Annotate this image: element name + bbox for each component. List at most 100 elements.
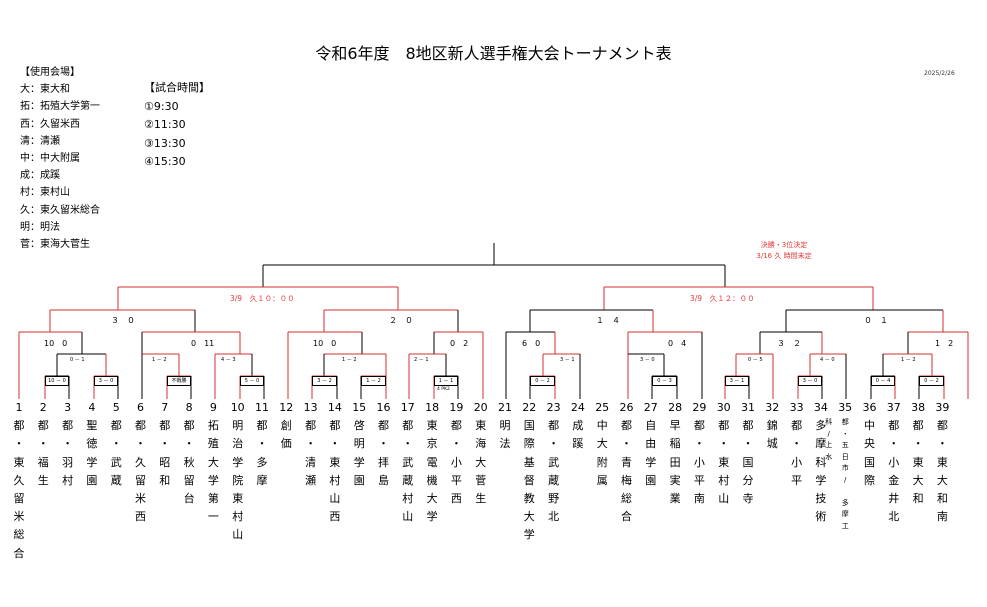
round32-score: 1 － 2: [901, 357, 916, 363]
team-name: 都 ・ 武 蔵 野 北: [548, 419, 560, 524]
team-name: 自 由 学 園: [645, 419, 657, 487]
team-name: 都 ・ 小 平 西: [450, 419, 462, 506]
quarter-score: １ ４: [596, 316, 620, 325]
team-name: 都 ・ 東 村 山 西: [329, 419, 341, 524]
round64-score: 1 － 2: [361, 376, 386, 386]
team-name: 都 ・ 青 梅 総 合: [621, 419, 632, 524]
round64-score: 3 － 2: [312, 376, 337, 386]
round16-score: 0 11: [191, 339, 215, 348]
round64-score: 10 － 0: [45, 376, 69, 386]
team-number: 3: [64, 401, 72, 414]
venue-item: 村：東村山: [20, 187, 70, 199]
quarter-score: ２ ０: [389, 316, 413, 325]
team-entry: 7 都 ・ 昭 和: [155, 399, 175, 490]
round32-score: 4 － 3: [221, 357, 236, 363]
final-note-line: 3/16 久 時間未定: [756, 252, 812, 260]
match-times-heading: 【試合時間】: [144, 81, 210, 94]
venue-item: 拓：拓殖大学第一: [20, 101, 100, 113]
team-name: 都 ・ 昭 和: [159, 419, 171, 487]
page-title: 令和6年度 8地区新人選手権大会トーナメント表: [315, 44, 672, 63]
match-times: 【試合時間】 ①9:30 ②11:30 ③13:30 ④15:30: [144, 79, 210, 172]
team-number: 25: [595, 401, 610, 414]
team-number: 1: [15, 401, 23, 414]
team-number: 29: [692, 401, 707, 414]
pk-note: 4 PK2: [437, 387, 450, 392]
team-name: 明 法: [499, 419, 511, 451]
team-name: 都 ・ 秋 留 台: [183, 419, 195, 506]
team-number: 24: [570, 401, 585, 414]
venue-legend-heading: 【使用会場】: [20, 67, 80, 78]
team-number: 9: [209, 401, 217, 414]
match-time-item: ③13:30: [144, 136, 186, 150]
match-time-item: ②11:30: [144, 118, 186, 132]
team-number: 8: [185, 401, 193, 414]
team-name: 東 海 大 菅 生: [475, 419, 487, 506]
team-number: 35: [838, 401, 853, 414]
team-number: 16: [376, 401, 391, 414]
team-name: 啓 明 学 園: [353, 419, 365, 487]
team-number: 21: [498, 401, 512, 414]
round32-score: 3 － 1: [560, 357, 575, 363]
round32-score: 0 － 5: [748, 357, 763, 363]
round32-score: 1 － 2: [152, 357, 167, 363]
team-number: 11: [255, 401, 269, 414]
team-name: 都 ・ 武 蔵: [110, 419, 122, 487]
team-name: 早 稲 田 実 業: [669, 419, 681, 506]
venue-item: 菅：東海大菅生: [20, 239, 90, 251]
team-number: 39: [935, 401, 950, 414]
team-name: 拓 殖 大 学 第 一: [207, 419, 219, 524]
team-entry: 8 都 ・ 秋 留 台: [179, 399, 199, 508]
team-name: 東 京 電 機 大 学: [426, 419, 438, 524]
match-time-item: ①9:30: [144, 99, 179, 113]
venue-item: 中：中大附属: [20, 153, 80, 165]
team-name: 都 ・ 東 村 山: [718, 419, 730, 506]
venue-item: 明：明法: [20, 221, 60, 233]
team-entry: 13 都 ・ 清 瀬: [301, 399, 321, 490]
team-number: 5: [112, 401, 120, 414]
round64-score: 不戦勝: [167, 376, 191, 386]
venue-item: 成：成蹊: [20, 170, 60, 182]
team-number: 7: [161, 401, 169, 414]
team-number: 31: [741, 401, 755, 414]
round64-score: 0 － 3: [652, 376, 677, 386]
team-name: 都 ・ 国 分 寺: [742, 419, 754, 506]
team-name: 創 価: [280, 419, 292, 451]
team-number: 33: [789, 401, 804, 414]
team-entry: 31 都 ・ 国 分 寺: [738, 399, 758, 508]
round64-score: 5 － 0: [240, 376, 264, 386]
team-number: 13: [303, 401, 318, 414]
team-name: 都 ・ 清 瀬: [305, 419, 317, 487]
team-name: 都 ・ 小 平 南: [693, 419, 705, 506]
round32-score: 0 － 1: [70, 357, 85, 363]
venue-item: 西：久留米西: [20, 118, 80, 130]
venue-legend: 【使用会場】 大：東大和 拓：拓殖大学第一 西：久留米西 清：清瀬 中：中大附属…: [20, 64, 100, 253]
round16-score: 6 0: [522, 339, 541, 348]
team-name: 都 ・ 拝 島: [378, 419, 389, 487]
team-entry: 21 明 法: [495, 399, 515, 454]
round16-score: 0 4: [668, 339, 687, 348]
team-name: 聖 徳 学 園: [86, 419, 98, 487]
match-time-item: ④15:30: [144, 155, 186, 169]
team-number: 34: [813, 401, 828, 414]
team-number: 6: [137, 401, 144, 414]
final-note: 決勝・3位決定 3/16 久 時間未定: [736, 240, 832, 262]
team-number: 2: [39, 401, 47, 414]
round64-score: 3 － 1: [725, 376, 749, 386]
round64-score: 1 － 1: [434, 376, 458, 386]
